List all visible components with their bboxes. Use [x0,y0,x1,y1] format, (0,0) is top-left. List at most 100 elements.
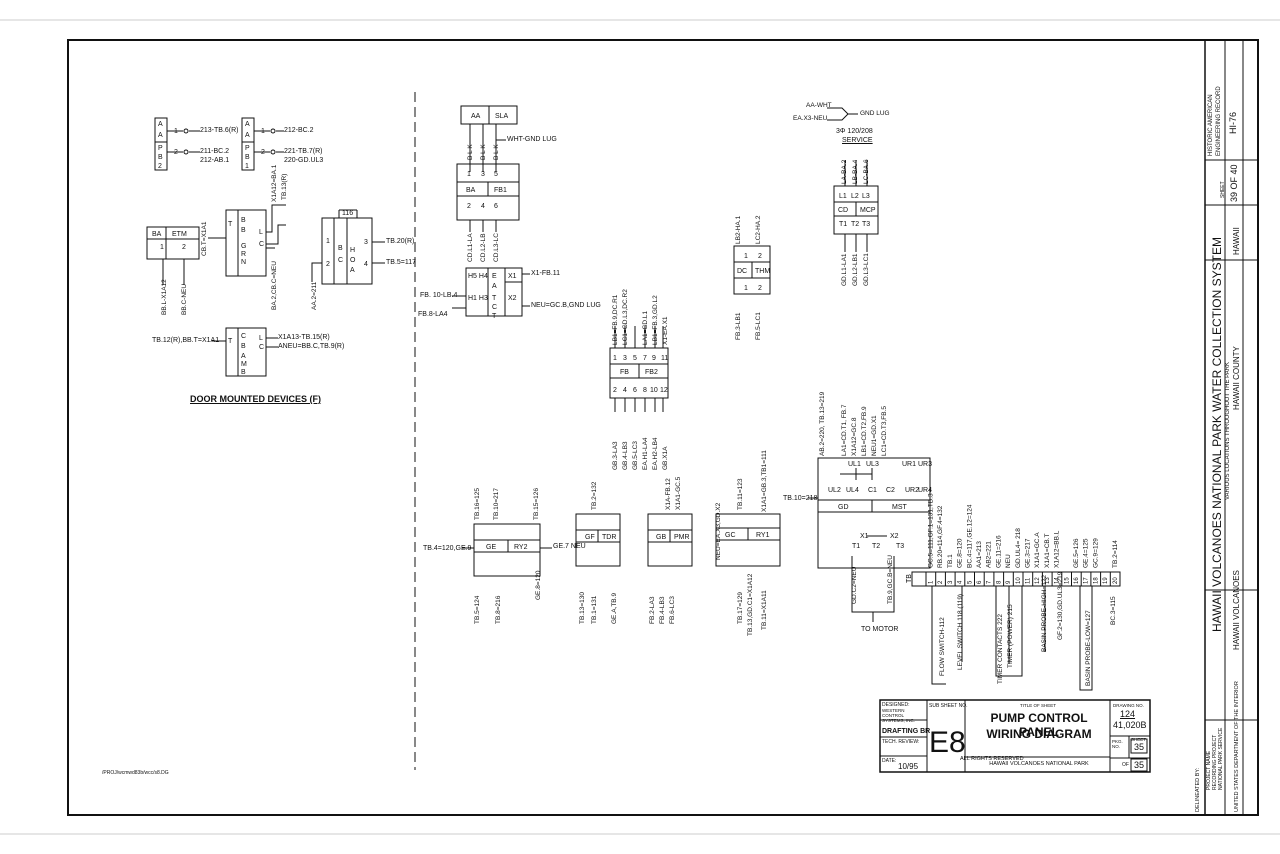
tb-terminal-number: 10 [1016,577,1022,584]
side-subtitle: VARIOUS LOCATIONS THROUGHOUT THE PARK [1225,361,1231,500]
svg-text:M: M [241,361,247,368]
svg-text:LA-BA.2: LA-BA.2 [841,159,848,184]
svg-text:X1-EA.X1: X1-EA.X1 [662,316,669,345]
field-device-label: TIMER (POWER) 215 [1007,604,1014,668]
side-nps: NATIONAL PARK SERVICE [1218,727,1224,790]
svg-text:FB.6-LC3: FB.6-LC3 [669,596,676,624]
wire-label-pb-212: 212-BC.2 [284,127,314,134]
side-hawaii: HAWAII [1232,227,1241,255]
svg-text:FB: FB [620,369,629,376]
tb-terminal-number: 17 [1084,577,1090,584]
service-gnd-lug: GND LUG [860,110,890,117]
svg-text:G: G [241,243,246,250]
tb-terminal-number: 11 [1026,577,1032,584]
wire-label-bc3: BC.3=115 [1110,596,1117,625]
svg-text:LB1=CD.T2,FB.9: LB1=CD.T2,FB.9 [861,406,868,456]
svg-text:H5 H4: H5 H4 [468,273,488,280]
svg-text:T3: T3 [862,221,870,228]
tb-designed-label: DESIGNED: [882,702,910,708]
svg-text:B L K: B L K [467,144,474,160]
svg-text:A: A [492,283,497,290]
svg-text:10: 10 [650,387,658,394]
tb-terminal-number: 20 [1113,577,1119,584]
svg-text:UR3: UR3 [918,461,932,468]
svg-text:RY1: RY1 [756,532,770,539]
svg-text:N: N [241,259,246,266]
wire-label-hoa-tb5: TB.5=117 [386,259,417,266]
tb-park: HAWAII VOLCANOES NATIONAL PARK [989,761,1089,767]
side-haer-no: HI-76 [1228,111,1238,134]
svg-text:3: 3 [481,171,485,178]
svg-text:GD.L3-LC1: GD.L3-LC1 [863,253,870,286]
svg-text:A: A [158,121,163,128]
wire-label-aa-212ab: 212-AB.1 [200,157,230,164]
svg-text:FB.3-LB1: FB.3-LB1 [735,312,742,340]
tb-terminal-number: 8 [996,580,1002,584]
field-device-label: BASIN PROBE-HIGH=122 [1041,574,1048,652]
svg-text:6: 6 [494,203,498,210]
tb-row-label: X1A1=CB.T [1044,533,1051,568]
svg-text:MST: MST [892,504,908,511]
svg-text:LB1=FB.9,DC.R1: LB1=FB.9,DC.R1 [612,294,619,345]
svg-text:4: 4 [481,203,485,210]
svg-text:TB.13,GD.C1=X1A12: TB.13,GD.C1=X1A12 [747,573,754,636]
svg-text:1: 1 [160,244,164,251]
service-ex-neu: EA.X3-NEU [793,115,828,122]
svg-text:2: 2 [158,163,162,170]
svg-text:LB-BA.4: LB-BA.4 [852,159,859,184]
tb-terminal-number: 16 [1074,577,1080,584]
svg-text:GC: GC [725,532,736,539]
svg-text:EA.H1-LA4: EA.H1-LA4 [642,437,649,470]
svg-text:C: C [259,241,264,248]
svg-text:A: A [241,353,246,360]
svg-text:UL2: UL2 [828,487,841,494]
wire-label-hoa-tb20: TB.20(R) [386,238,415,245]
svg-text:GB.X1A: GB.X1A [662,446,669,470]
svg-text:TB.13=130: TB.13=130 [579,592,586,624]
svg-text:GE: GE [486,544,496,551]
svg-text:T1: T1 [852,543,860,550]
svg-text:TB.16=125: TB.16=125 [474,488,481,520]
svg-text:UL3: UL3 [866,461,879,468]
svg-text:2: 2 [758,253,762,260]
tb-row-label: GE.3=217 [1025,538,1032,568]
tb-row-label: AA1=213 [976,541,983,568]
tb-row-label: X1A12=BB.L [1054,530,1061,568]
svg-text:BB.L-X1A12: BB.L-X1A12 [161,279,168,315]
tb-title-line2: WIRING DIAGRAM [986,727,1092,741]
svg-text:ALL RIGHTS RESERVED: ALL RIGHTS RESERVED [960,756,1024,762]
svg-text:T2: T2 [851,221,859,228]
wire-label-ea-neu: NEU=GC.B,GND LUG [531,302,601,309]
wire-label-ea-x1: X1-FB.11 [531,270,561,277]
tb-drawing-no-label: DRAWING NO. [1113,703,1144,708]
svg-text:X1A1=GB.3,TB1=111: X1A1=GB.3,TB1=111 [761,450,768,512]
svg-text:B L K: B L K [493,144,500,160]
svg-text:X1A1-GC.5: X1A1-GC.5 [675,476,682,510]
wire-label-tb10: TB.10=218 [783,495,818,502]
tb-row-label: TB.2=114 [1112,540,1119,568]
svg-text:6: 6 [633,387,637,394]
svg-text:X1: X1 [860,533,869,540]
svg-text:C: C [259,344,264,351]
svg-text:FB2: FB2 [645,369,658,376]
svg-text:BA.2,CB.C=NEU: BA.2,CB.C=NEU [271,261,278,310]
svg-text:EA.H2-LB4: EA.H2-LB4 [652,437,659,470]
svg-text:PMR: PMR [674,534,690,541]
sheet-border [67,39,1259,816]
svg-text:C2: C2 [886,487,895,494]
svg-text:3: 3 [623,355,627,362]
tb-strip-label: TB [905,574,913,583]
svg-text:TB.10=217: TB.10=217 [493,488,500,520]
tb-title-of-sheet-label: TITLE OF SHEET [1020,703,1057,708]
svg-text:LB2-HA.1: LB2-HA.1 [735,215,742,244]
svg-text:B: B [241,343,246,350]
svg-text:TB.13(R): TB.13(R) [281,174,288,200]
svg-text:4: 4 [623,387,627,394]
wire-label-ea-fb8: FB.8-LA4 [418,311,448,318]
svg-text:LA1=GD.L1: LA1=GD.L1 [642,310,649,345]
tb-terminal-number: 3 [948,580,954,584]
svg-text:TB.1=131: TB.1=131 [591,595,598,624]
svg-text:2: 2 [182,244,186,251]
svg-text:1: 1 [261,128,265,135]
